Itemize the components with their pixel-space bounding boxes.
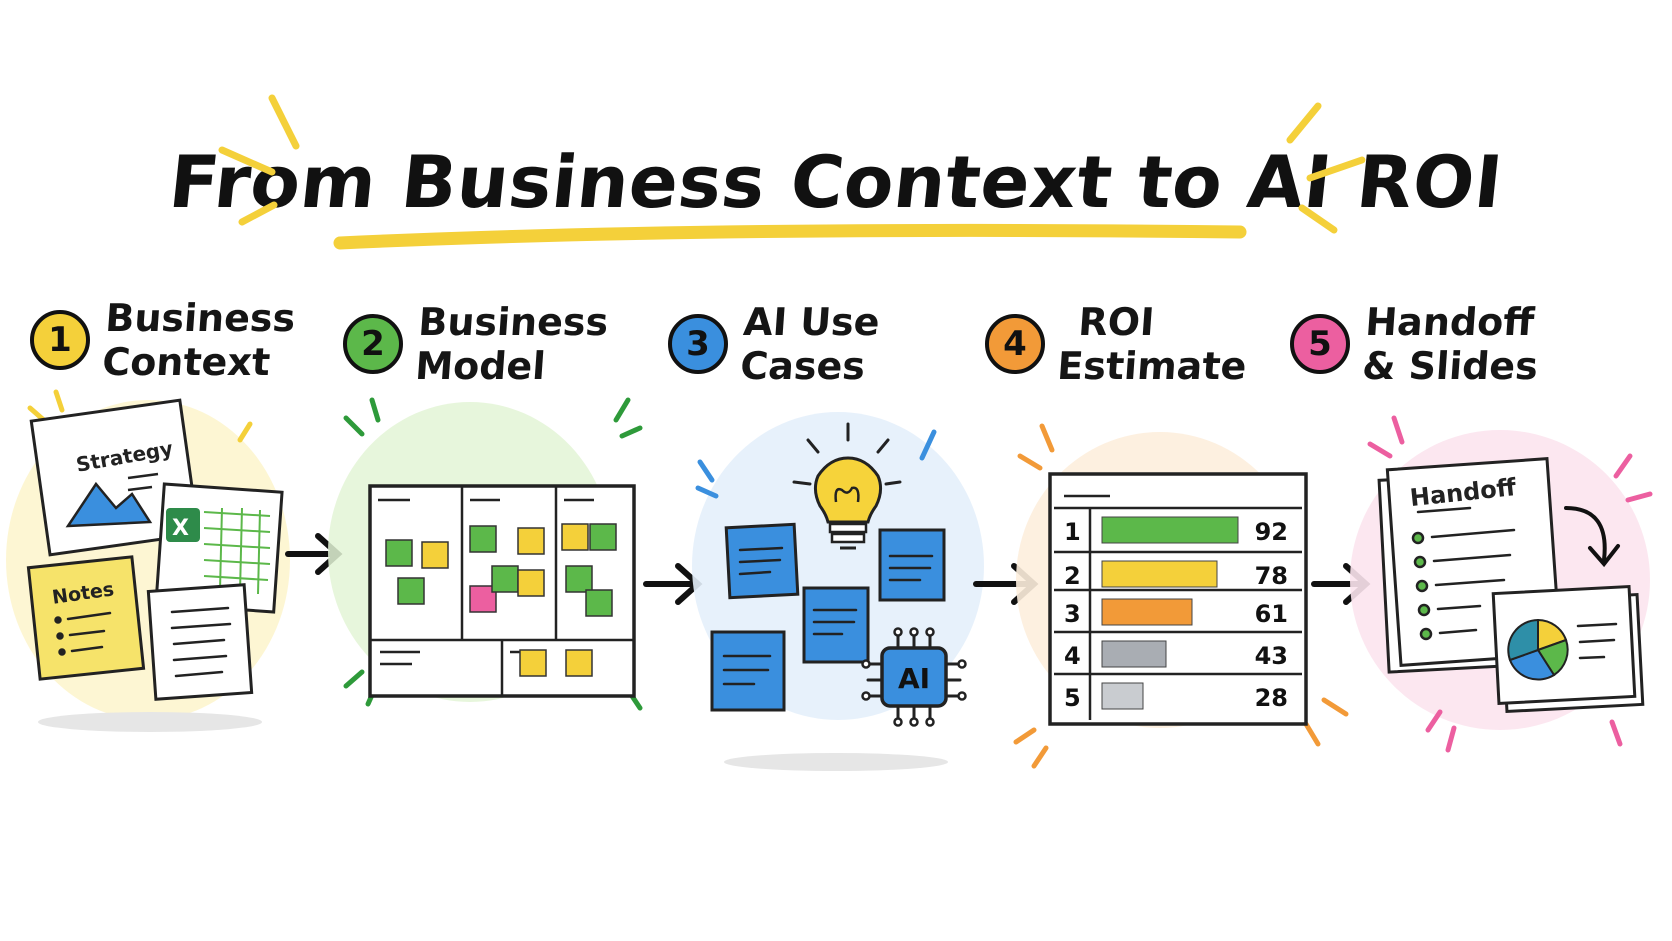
roi-value-4: 43 — [1255, 642, 1288, 670]
roi-value-5: 28 — [1255, 684, 1288, 712]
step-2-header: 2 Business Model — [343, 300, 610, 388]
step-3-sparkles — [695, 429, 937, 499]
slides-deck — [1491, 584, 1645, 714]
step-2-badge: 2 — [343, 314, 403, 374]
roi-rows: 1 92 2 78 3 61 4 43 5 28 — [1064, 516, 1288, 712]
strategy-card: Strategy — [29, 398, 201, 557]
document-card — [146, 583, 254, 701]
ai-chip-label: AI — [898, 662, 930, 695]
step-1-shadow — [38, 712, 262, 732]
handoff-curved-arrow — [1564, 506, 1607, 562]
roi-rank-1: 1 — [1064, 518, 1081, 546]
roi-bar-3 — [1101, 598, 1193, 626]
roi-bar-4 — [1101, 640, 1167, 668]
roi-rank-4: 4 — [1064, 642, 1081, 670]
step-5-sparkles — [1367, 415, 1653, 753]
step-3-badge: 3 — [668, 314, 728, 374]
roi-bar-1 — [1101, 516, 1239, 544]
roi-rank-3: 3 — [1064, 600, 1081, 628]
arrow-2-3 — [643, 563, 703, 605]
step-3-header: 3 AI Use Cases — [668, 300, 881, 388]
sticky-notes — [385, 523, 617, 677]
step-4-badge: 4 — [985, 314, 1045, 374]
roi-table: 1 92 2 78 3 61 4 43 5 28 — [1048, 472, 1308, 726]
business-model-canvas — [368, 484, 636, 698]
roi-rank-5: 5 — [1064, 684, 1081, 712]
excel-icon — [166, 508, 200, 542]
title-underline — [333, 223, 1247, 250]
step-4-header: 4 ROI Estimate — [985, 300, 1248, 388]
step-3-shadow — [724, 753, 948, 771]
step-1-badge: 1 — [30, 310, 90, 370]
roi-value-3: 61 — [1255, 600, 1288, 628]
ai-chip-icon: AI — [861, 627, 967, 727]
step-1-header: 1 Business Context — [30, 296, 297, 384]
roi-value-1: 92 — [1255, 518, 1288, 546]
title-sparkles — [218, 94, 1366, 234]
step-4-sparkles — [1013, 423, 1349, 769]
roi-bar-2 — [1101, 560, 1218, 588]
roi-value-2: 78 — [1255, 562, 1288, 590]
pie-chart-icon — [1507, 618, 1569, 681]
spreadsheet-grid — [203, 507, 271, 595]
svg-text:X: X — [172, 516, 189, 541]
roi-rank-2: 2 — [1064, 562, 1081, 590]
step-5-badge: 5 — [1290, 314, 1350, 374]
mountain-icon — [65, 481, 153, 528]
lightbulb-icon — [792, 422, 902, 550]
roi-bar-5 — [1101, 682, 1144, 710]
step-5-header: 5 Handoff & Slides — [1290, 300, 1539, 388]
use-case-cards — [710, 522, 946, 712]
notes-sticky: Notes — [26, 555, 146, 681]
